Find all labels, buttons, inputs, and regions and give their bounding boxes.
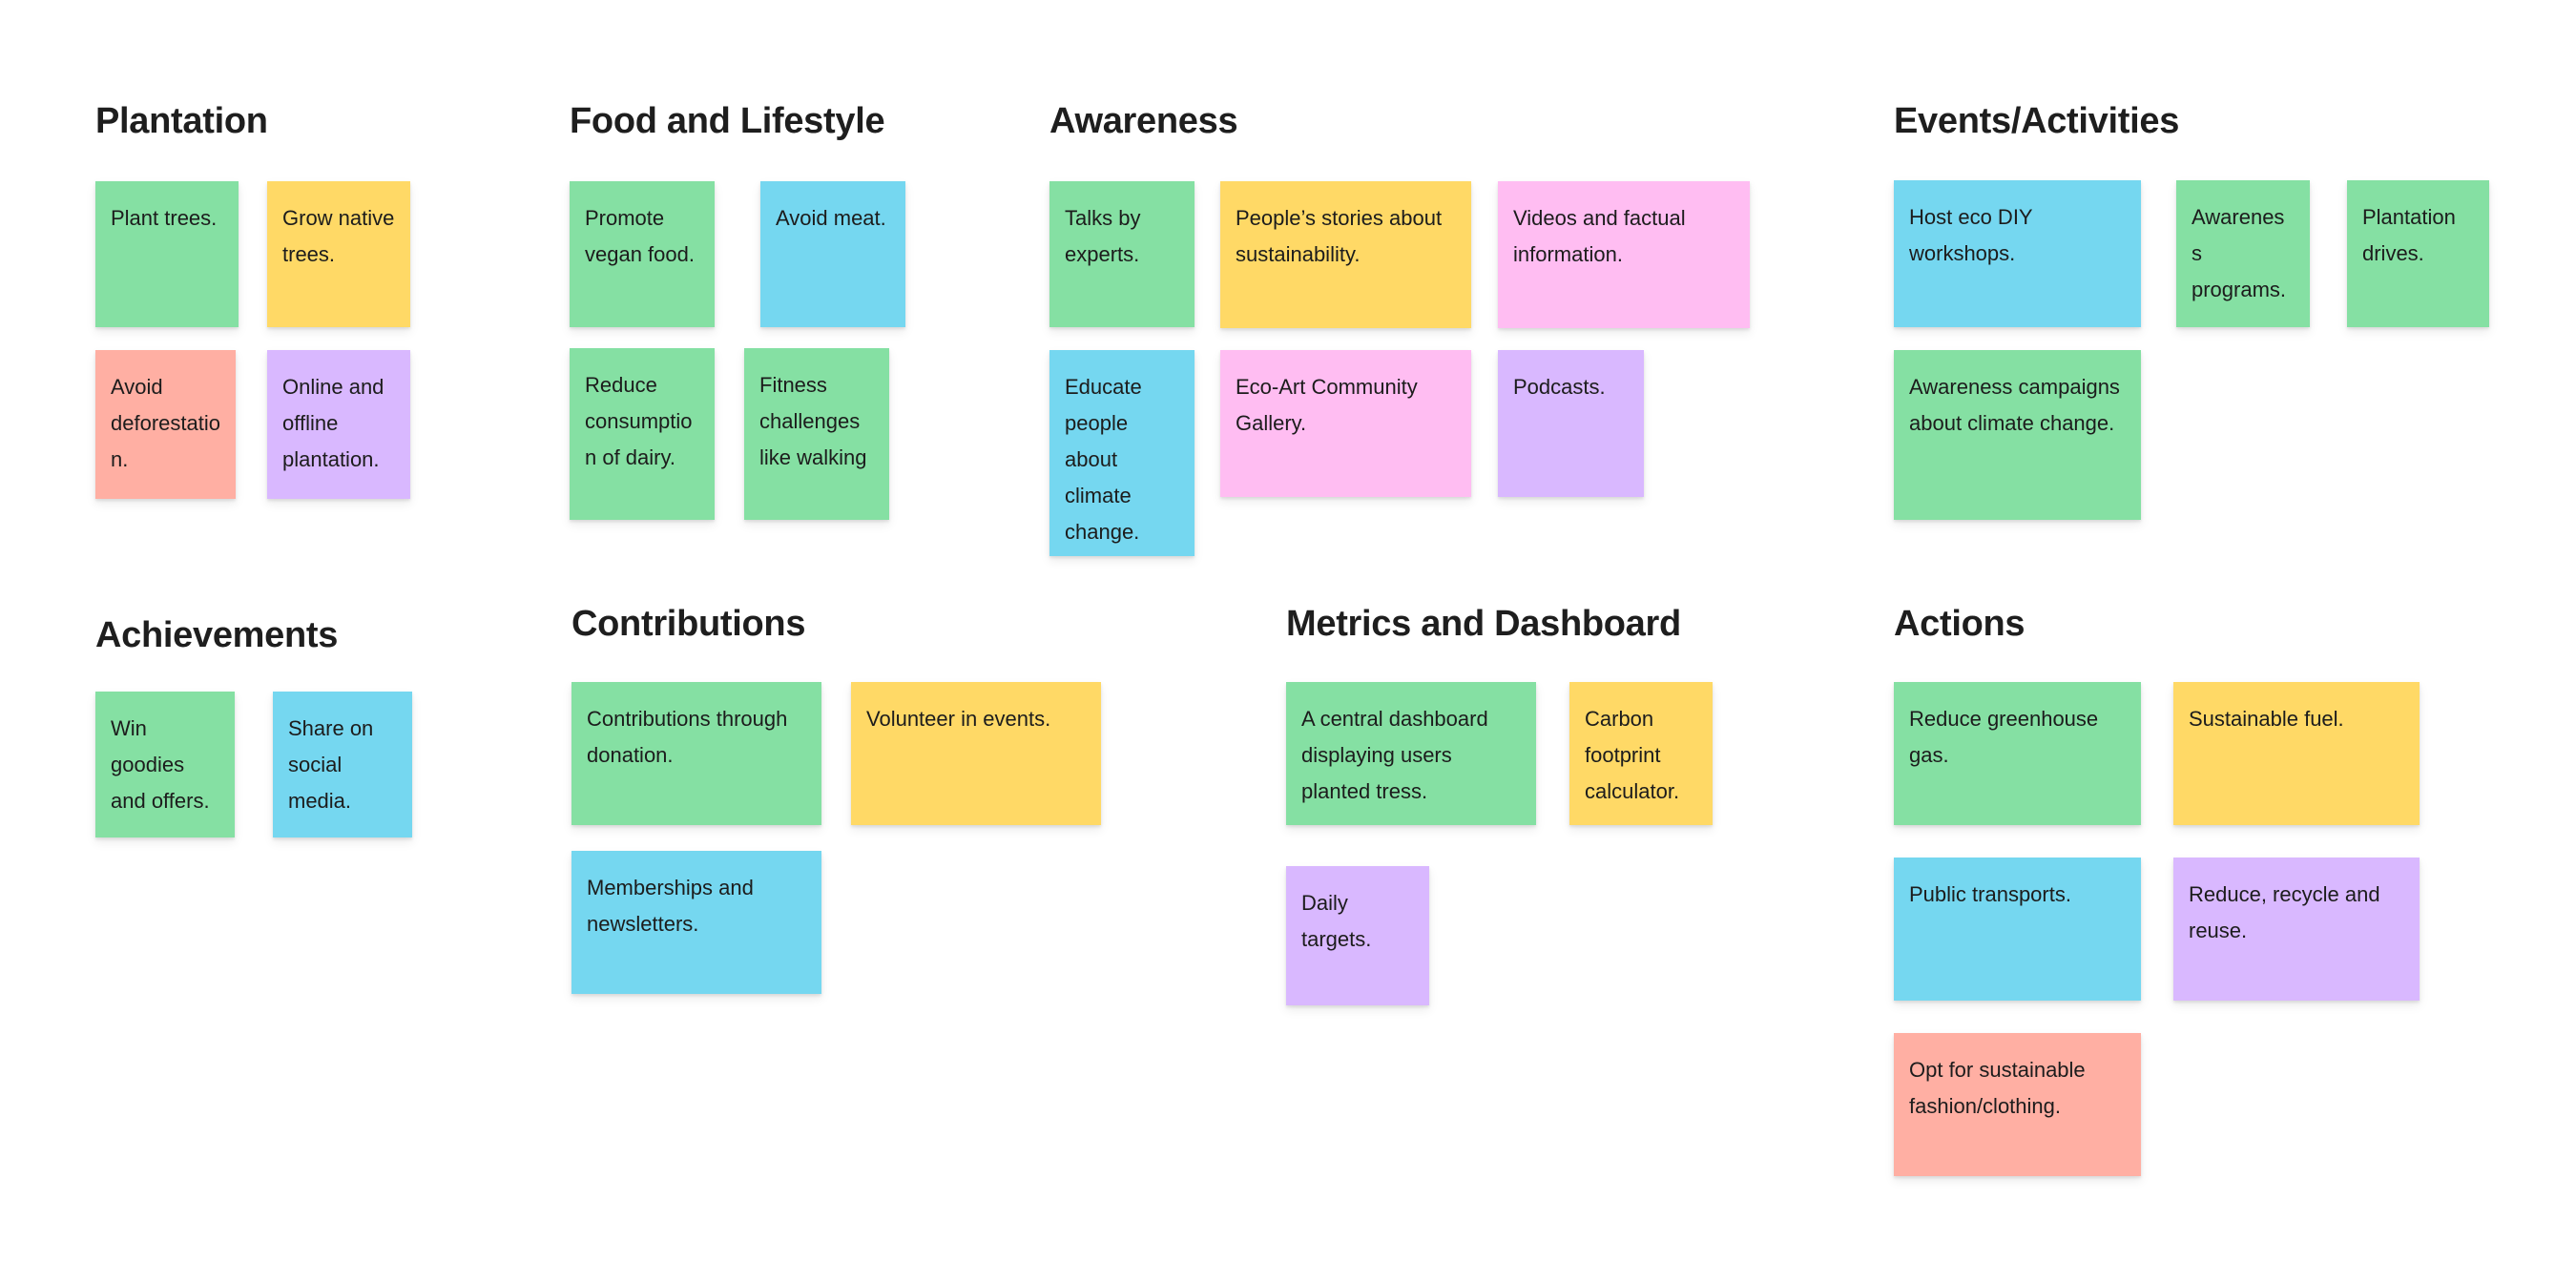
sticky-note-text: Talks by experts. (1065, 206, 1141, 266)
sticky-note-text: Reduce greenhouse gas. (1909, 707, 2099, 767)
sticky-note-peoples-stories[interactable]: People’s stories about sustainability. (1220, 181, 1471, 328)
sticky-note-sustainable-fuel[interactable]: Sustainable fuel. (2173, 682, 2420, 825)
sticky-note-text: Volunteer in events. (866, 707, 1051, 731)
sticky-note-reduce-dairy[interactable]: Reduce consumption of dairy. (570, 348, 715, 520)
sticky-note-text: Avoid meat. (776, 206, 886, 230)
sticky-note-talks-by-experts[interactable]: Talks by experts. (1049, 181, 1195, 327)
sticky-note-reduce-greenhouse-gas[interactable]: Reduce greenhouse gas. (1894, 682, 2141, 825)
sticky-note-educate-people[interactable]: Educate people about climate change. (1049, 350, 1195, 556)
section-title-contributions[interactable]: Contributions (571, 604, 806, 644)
sticky-note-public-transports[interactable]: Public transports. (1894, 858, 2141, 1001)
sticky-note-text: Reduce consumption of dairy. (585, 373, 693, 469)
sticky-note-text: Awareness programs. (2192, 205, 2287, 301)
sticky-note-reduce-recycle-reuse[interactable]: Reduce, recycle and reuse. (2173, 858, 2420, 1001)
sticky-note-text: Sustainable fuel. (2189, 707, 2344, 731)
sticky-note-carbon-footprint-calculator[interactable]: Carbon footprint calculator. (1569, 682, 1713, 825)
sticky-note-text: Contributions through donation. (587, 707, 788, 767)
sticky-note-fitness-challenges[interactable]: Fitness challenges like walking (744, 348, 889, 520)
sticky-note-videos-factual-information[interactable]: Videos and factual information. (1498, 181, 1750, 328)
sticky-note-text: Share on social media. (288, 716, 374, 813)
section-title-food-and-lifestyle[interactable]: Food and Lifestyle (570, 101, 885, 141)
sticky-note-text: Public transports. (1909, 882, 2071, 906)
sticky-note-text: Awareness campaigns about climate change… (1909, 375, 2120, 435)
sticky-note-text: Grow native trees. (282, 206, 395, 266)
sticky-note-online-offline-plantation[interactable]: Online and offline plantation. (267, 350, 410, 499)
sticky-note-avoid-deforestation[interactable]: Avoid deforestation. (95, 350, 236, 499)
sticky-note-central-dashboard[interactable]: A central dashboard displaying users pla… (1286, 682, 1536, 825)
sticky-note-plant-trees[interactable]: Plant trees. (95, 181, 239, 327)
sticky-note-text: Podcasts. (1513, 375, 1606, 399)
sticky-note-win-goodies[interactable]: Win goodies and offers. (95, 692, 235, 837)
sticky-note-memberships-newsletters[interactable]: Memberships and newsletters. (571, 851, 821, 994)
sticky-note-text: Plant trees. (111, 206, 218, 230)
section-title-metrics-dashboard[interactable]: Metrics and Dashboard (1286, 604, 1681, 644)
sticky-note-plantation-drives[interactable]: Plantation drives. (2347, 180, 2489, 327)
sticky-note-promote-vegan-food[interactable]: Promote vegan food. (570, 181, 715, 327)
section-title-events-activities[interactable]: Events/Activities (1894, 101, 2180, 141)
sticky-note-text: Memberships and newsletters. (587, 876, 754, 936)
sticky-note-text: Fitness challenges like walking (759, 373, 867, 469)
sticky-note-text: Online and offline plantation. (282, 375, 384, 471)
sticky-note-text: Avoid deforestation. (111, 375, 220, 471)
sticky-note-sustainable-fashion[interactable]: Opt for sustainable fashion/clothing. (1894, 1033, 2141, 1176)
sticky-note-podcasts[interactable]: Podcasts. (1498, 350, 1644, 497)
sticky-note-text: Carbon footprint calculator. (1585, 707, 1680, 803)
sticky-note-text: Educate people about climate change. (1065, 375, 1142, 544)
sticky-note-text: Promote vegan food. (585, 206, 695, 266)
sticky-note-text: Reduce, recycle and reuse. (2189, 882, 2380, 942)
sticky-note-text: Daily targets. (1301, 891, 1372, 951)
sticky-note-text: Opt for sustainable fashion/clothing. (1909, 1058, 2086, 1118)
sticky-note-text: Videos and factual information. (1513, 206, 1686, 266)
sticky-note-eco-art-gallery[interactable]: Eco-Art Community Gallery. (1220, 350, 1471, 497)
sticky-note-grow-native-trees[interactable]: Grow native trees. (267, 181, 410, 327)
sticky-note-daily-targets[interactable]: Daily targets. (1286, 866, 1429, 1005)
sticky-note-text: Host eco DIY workshops. (1909, 205, 2033, 265)
sticky-note-text: People’s stories about sustainability. (1236, 206, 1443, 266)
sticky-note-avoid-meat[interactable]: Avoid meat. (760, 181, 905, 327)
section-title-awareness[interactable]: Awareness (1049, 101, 1238, 141)
sticky-note-text: Plantation drives. (2362, 205, 2456, 265)
section-title-achievements[interactable]: Achievements (95, 615, 339, 655)
sticky-note-contributions-donation[interactable]: Contributions through donation. (571, 682, 821, 825)
sticky-note-text: Eco-Art Community Gallery. (1236, 375, 1418, 435)
sticky-note-text: A central dashboard displaying users pla… (1301, 707, 1488, 803)
sticky-note-host-eco-diy-workshops[interactable]: Host eco DIY workshops. (1894, 180, 2141, 327)
section-title-plantation[interactable]: Plantation (95, 101, 268, 141)
sticky-note-volunteer-events[interactable]: Volunteer in events. (851, 682, 1101, 825)
sticky-note-awareness-programs[interactable]: Awareness programs. (2176, 180, 2310, 327)
sticky-note-share-social-media[interactable]: Share on social media. (273, 692, 412, 837)
sticky-note-awareness-campaigns[interactable]: Awareness campaigns about climate change… (1894, 350, 2141, 520)
sticky-note-text: Win goodies and offers. (111, 716, 210, 813)
section-title-actions[interactable]: Actions (1894, 604, 2025, 644)
